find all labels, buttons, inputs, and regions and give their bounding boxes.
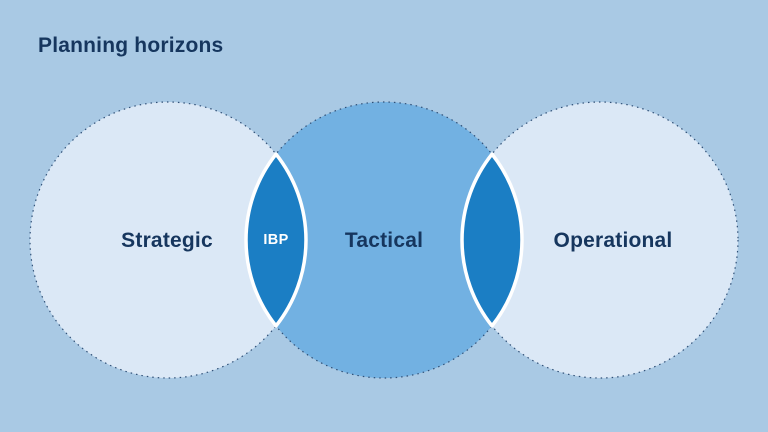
strategic-tactical-overlap	[244, 152, 308, 328]
ibp-overlap-label: IBP	[263, 232, 289, 248]
operational-circle	[461, 101, 739, 379]
strategic-label: Strategic	[121, 229, 213, 252]
operational-label: Operational	[553, 229, 673, 252]
page-title: Planning horizons	[38, 34, 224, 57]
tactical-operational-overlap	[460, 152, 524, 328]
tactical-label: Tactical	[344, 229, 424, 252]
